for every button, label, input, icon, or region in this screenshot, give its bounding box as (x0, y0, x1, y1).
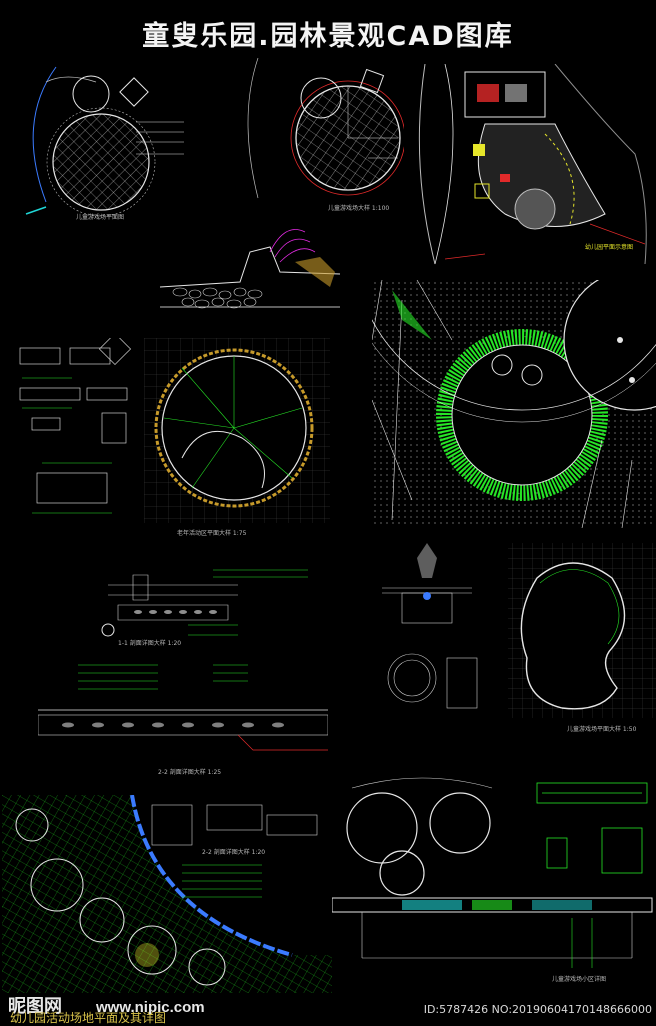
image-id: ID:5787426 NO:20190604170148666000 (423, 1003, 652, 1016)
caption: 儿童游戏场平面大样 1:50 (567, 726, 637, 733)
drawing-panel-playground-detail: 儿童游戏场小区详图 (332, 768, 656, 996)
drawing-panel-kindergarten-site: 2-2 剖面详图大样 1:20 (2, 795, 332, 993)
drawing-panel-site-plan: 幼儿园平面示意图 (405, 64, 655, 269)
caption: 老年活动区平面大样 1:75 (177, 530, 247, 537)
drawing-panel-plaza-2: 儿童游戏场大样 1:100 (238, 58, 404, 213)
drawing-panel-green-arc (372, 280, 656, 528)
drawing-panel-elderly-area: 老年活动区平面大样 1:75 (12, 338, 330, 548)
caption-kindergarten: 幼儿园活动场地平面及其详图 (10, 1011, 167, 1025)
caption: 1-1 剖面详图大样 1:20 (118, 640, 182, 647)
drawing-panel-section-detail: 1-1 剖面详图大样 1:20 2-2 剖面详图大样 1:25 (38, 555, 328, 790)
caption: 儿童游戏场平面图 (76, 214, 125, 221)
caption: 2-2 剖面详图大样 1:20 (202, 849, 266, 856)
drawing-panel-stone-wall (150, 212, 345, 330)
caption: 儿童游戏场小区详图 (552, 976, 607, 983)
site-url[interactable]: www.nipic.com (96, 999, 205, 1016)
page-title: 童叟乐园.园林景观CAD图库 (142, 21, 514, 52)
footer: 昵图网 www.nipic.com ID:5787426 NO:20190604… (0, 994, 656, 1024)
caption: 幼儿园平面示意图 (585, 244, 634, 251)
drawing-panel-plaza-1: 儿童游戏场平面图 (6, 62, 186, 222)
site-logo: 昵图网 (8, 996, 62, 1017)
drawing-panel-bean-plan: 儿童游戏场平面大样 1:50 (372, 538, 656, 738)
caption: 2-2 剖面详图大样 1:25 (158, 769, 222, 776)
caption: 儿童游戏场大样 1:100 (328, 205, 390, 212)
